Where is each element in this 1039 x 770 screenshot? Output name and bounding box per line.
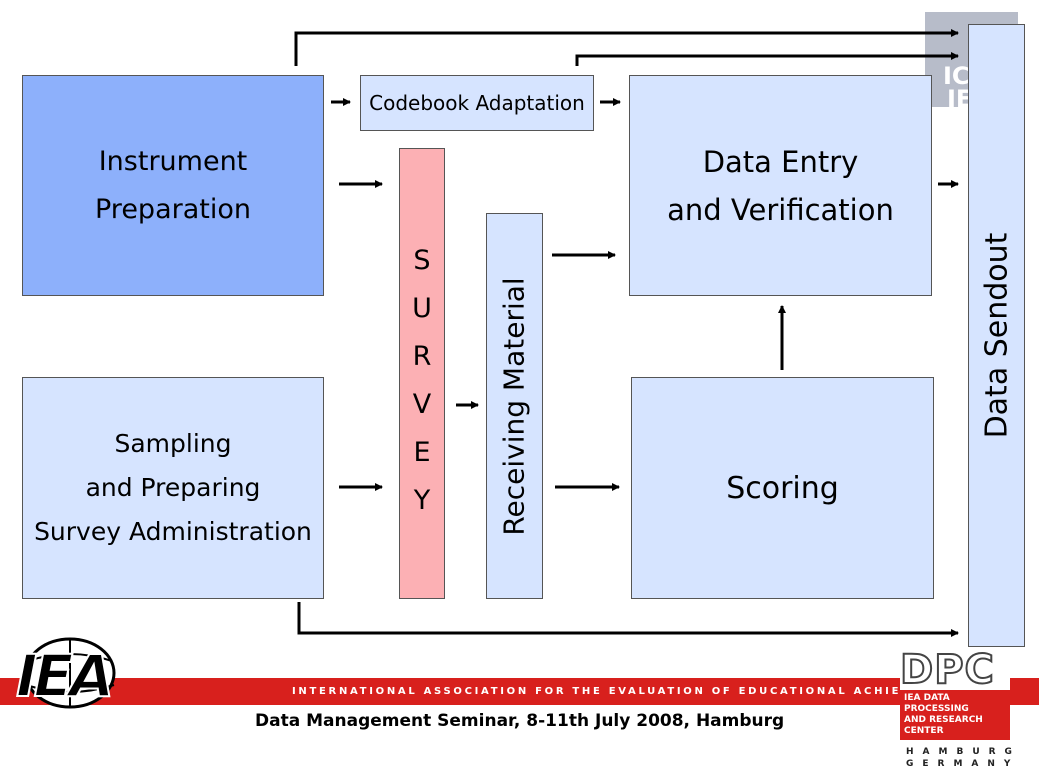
scoring-label: Scoring	[726, 470, 839, 506]
survey-box: S U R V E Y	[399, 148, 445, 599]
dataentry-line-1: Data Entry	[702, 144, 859, 179]
iea-logo: IEA	[15, 637, 116, 711]
footer-red-band	[0, 678, 900, 705]
survey-letter: E	[413, 437, 431, 468]
survey-letter: U	[412, 293, 432, 324]
survey-letter: R	[412, 341, 432, 372]
association-name: INTERNATIONAL ASSOCIATION FOR THE EVALUA…	[292, 686, 964, 697]
flow-arrows	[294, 29, 959, 637]
iea-logo-text: IEA	[16, 642, 110, 710]
instrument-line-2: Preparation	[95, 193, 251, 225]
sampling-line-1: Sampling	[114, 429, 232, 458]
dpc-subtitle: IEA DATA PROCESSING AND RESEARCH CENTER	[900, 690, 1010, 740]
dpc-city: HAMBURG GERMANY	[906, 746, 1021, 770]
scoring-box: Scoring	[631, 377, 934, 599]
dataentry-line-2: and Verification	[667, 192, 894, 227]
sampling-line-3: Survey Administration	[34, 517, 312, 546]
receiving-material-box: Receiving Material	[486, 213, 543, 599]
arrow-sampling-to-sendout	[297, 602, 959, 637]
arrow-codebook-to-sendout	[575, 52, 959, 66]
instrument-line-1: Instrument	[98, 145, 248, 177]
watermark-text-1: IC	[943, 62, 970, 90]
survey-letter: Y	[413, 485, 431, 516]
arrow-instrument-to-sendout	[294, 29, 959, 66]
dpc-subtitle-line-1: IEA DATA PROCESSING	[904, 693, 969, 714]
dpc-subtitle-line-2: AND RESEARCH CENTER	[904, 715, 983, 736]
survey-letter: V	[412, 389, 432, 420]
watermark-text-2: IE	[947, 85, 973, 107]
codebook-label: Codebook Adaptation	[369, 91, 585, 115]
sampling-box: Sampling and Preparing Survey Administra…	[22, 377, 324, 599]
dpc-city-line-2: GERMANY	[906, 759, 1020, 769]
instrument-preparation-box: Instrument Preparation	[22, 75, 324, 296]
survey-letter: S	[413, 245, 431, 276]
dpc-letters: DPC	[899, 647, 995, 693]
seminar-caption: Data Management Seminar, 8-11th July 200…	[255, 711, 785, 731]
dpc-logo: DPC IEA DATA PROCESSING AND RESEARCH CEN…	[899, 647, 1021, 770]
data-entry-box: Data Entry and Verification	[629, 75, 932, 296]
footer-red-band-right	[1010, 678, 1039, 705]
dpc-city-line-1: HAMBURG	[906, 747, 1021, 757]
data-sendout-box: Data Sendout	[968, 24, 1025, 647]
codebook-adaptation-box: Codebook Adaptation	[360, 75, 594, 131]
sampling-line-2: and Preparing	[85, 473, 261, 502]
